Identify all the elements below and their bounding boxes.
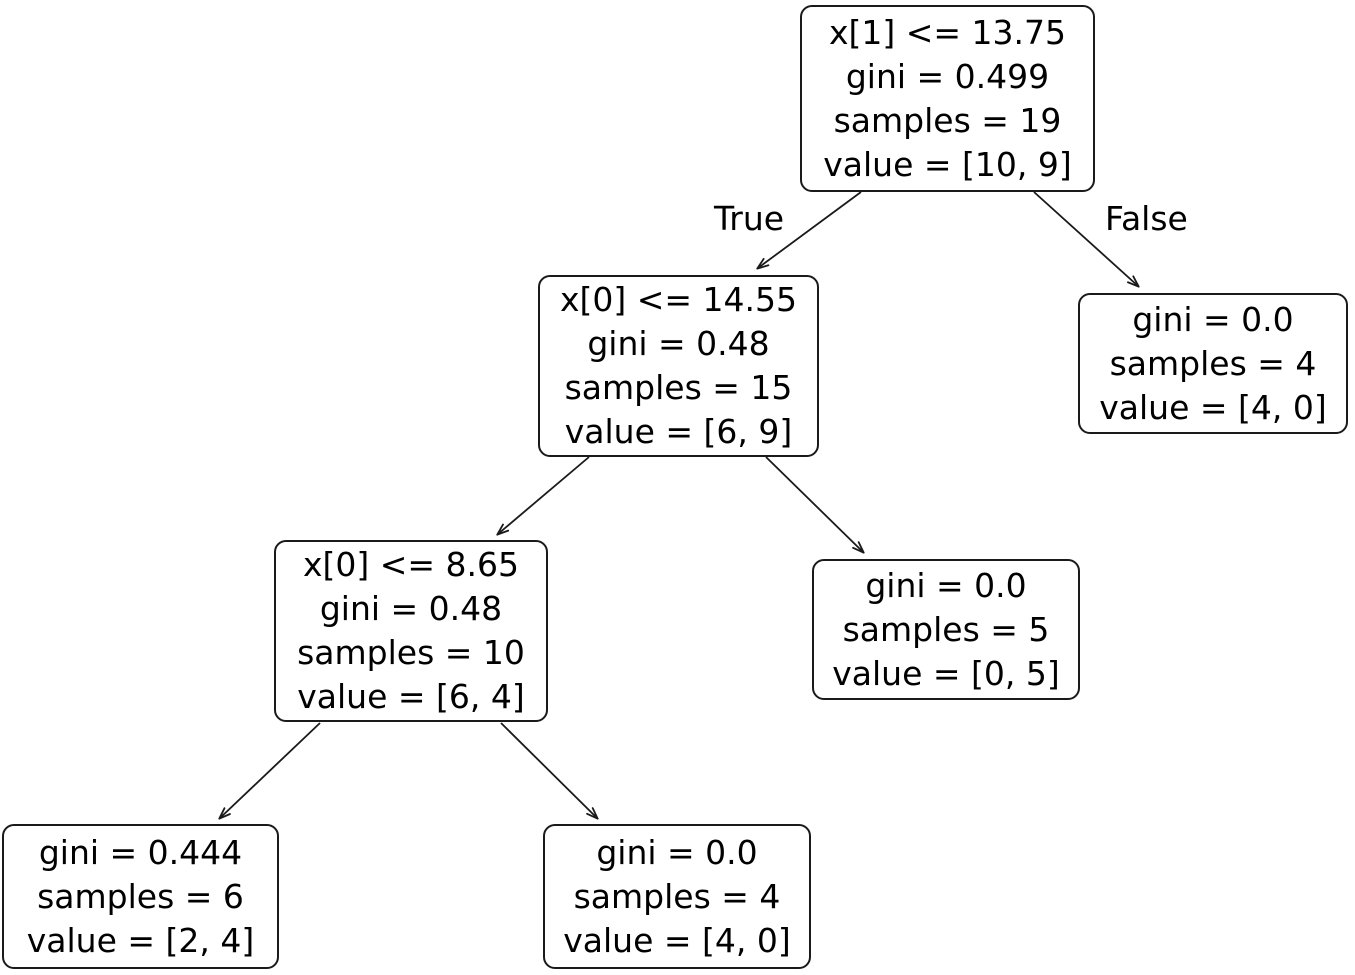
node-condition: x[1] <= 13.75 xyxy=(828,12,1067,52)
node-gini: gini = 0.0 xyxy=(1132,299,1294,339)
node-samples: samples = 4 xyxy=(573,876,781,916)
tree-node-n4[interactable]: gini = 0.0 samples = 5 value = [0, 5] xyxy=(812,559,1080,700)
tree-node-n3[interactable]: x[0] <= 8.65 gini = 0.48 samples = 10 va… xyxy=(274,540,548,722)
node-samples: samples = 4 xyxy=(1109,343,1317,383)
node-samples: samples = 19 xyxy=(833,100,1062,140)
node-value: value = [10, 9] xyxy=(823,144,1072,184)
edge-n1-to-n4 xyxy=(765,456,865,554)
node-gini: gini = 0.499 xyxy=(845,56,1050,96)
node-samples: samples = 10 xyxy=(297,633,525,672)
node-gini: gini = 0.0 xyxy=(596,832,758,872)
node-condition: x[0] <= 8.65 xyxy=(302,545,520,584)
node-gini: gini = 0.0 xyxy=(865,565,1027,605)
tree-node-n5[interactable]: gini = 0.444 samples = 6 value = [2, 4] xyxy=(2,824,279,969)
tree-node-root[interactable]: x[1] <= 13.75 gini = 0.499 samples = 19 … xyxy=(800,5,1095,192)
node-value: value = [0, 5] xyxy=(832,653,1060,693)
node-value: value = [4, 0] xyxy=(1099,387,1327,427)
node-condition: x[0] <= 14.55 xyxy=(559,280,798,319)
edge-n3-to-n6 xyxy=(500,722,599,820)
tree-node-n2[interactable]: gini = 0.0 samples = 4 value = [4, 0] xyxy=(1078,293,1348,434)
node-gini: gini = 0.48 xyxy=(587,324,770,363)
node-samples: samples = 6 xyxy=(37,876,244,916)
node-samples: samples = 15 xyxy=(564,368,793,407)
node-value: value = [6, 9] xyxy=(564,412,793,451)
edge-label-true: True xyxy=(714,199,785,238)
node-samples: samples = 5 xyxy=(842,609,1050,649)
node-gini: gini = 0.444 xyxy=(38,832,243,872)
tree-node-n1[interactable]: x[0] <= 14.55 gini = 0.48 samples = 15 v… xyxy=(538,275,819,457)
node-gini: gini = 0.48 xyxy=(319,589,503,628)
edge-n3-to-n5 xyxy=(218,722,321,820)
node-value: value = [6, 4] xyxy=(297,677,525,716)
edge-n1-to-n3 xyxy=(496,456,590,536)
node-value: value = [4, 0] xyxy=(563,920,791,960)
tree-node-n6[interactable]: gini = 0.0 samples = 4 value = [4, 0] xyxy=(543,824,811,969)
node-value: value = [2, 4] xyxy=(26,920,255,960)
edge-label-false: False xyxy=(1105,199,1188,238)
